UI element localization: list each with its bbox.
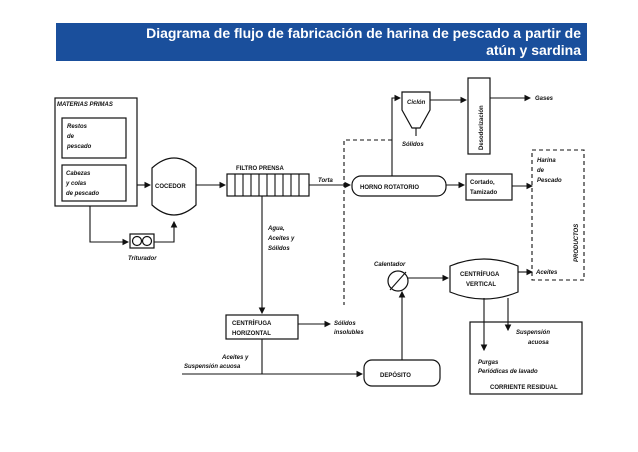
purgas-line-1: Purgas: [478, 360, 499, 366]
cortado-line-2: Tamizado: [470, 190, 498, 196]
centrifuga-horizontal-box: [225, 314, 299, 340]
purgas-line-2: Periódicas de lavado: [478, 369, 538, 375]
agua-line-2: Aceites y: [267, 236, 295, 242]
horno-rotatorio-label: HORNO ROTATORIO: [360, 185, 419, 191]
cocedor-tank: [151, 157, 197, 216]
restos-box: [61, 117, 127, 159]
suspension-line-1: Suspensión: [516, 330, 550, 336]
restos-line-1: Restos: [67, 124, 88, 130]
materias-primas-label: MATERIAS PRIMAS: [57, 102, 113, 108]
filtro-prensa-box: [226, 173, 310, 197]
centrifuga-vertical-line-1: CENTRÍFUGA: [460, 270, 500, 278]
cabezas-box: [61, 164, 127, 202]
title-line-2: atún y sardina: [486, 42, 581, 58]
aceites-label: Aceites: [535, 270, 558, 276]
solidos-ciclon-label: Sólidos: [402, 142, 424, 148]
cortado-box: [465, 173, 513, 201]
centrifuga-horizontal-line-1: CENTRÍFUGA: [232, 319, 272, 327]
line-horno-to-ciclon: [391, 94, 402, 176]
productos-label: PRODUCTOS: [574, 224, 580, 262]
triturador-roller-2: [141, 235, 153, 247]
centrifuga-vertical-shape: [449, 258, 519, 300]
harina-line-1: Harina: [537, 158, 556, 164]
calentador-label: Calentador: [374, 262, 406, 268]
corriente-residual-label: CORRIENTE RESIDUAL: [490, 385, 558, 391]
ciclon-shape: [401, 91, 431, 129]
line-to-deposito: [261, 339, 364, 378]
cocedor-label: COCEDOR: [155, 184, 186, 190]
horno-rotatorio-box: [351, 175, 447, 197]
cabezas-line-1: Cabezas: [66, 171, 91, 177]
dashed-solidos-return: [343, 139, 392, 305]
centrifuga-vertical-line-2: VERTICAL: [466, 282, 496, 288]
desodorizacion-box: [467, 77, 491, 155]
suspension-line-2: acuosa: [528, 340, 549, 346]
cabezas-line-2: y colas: [65, 181, 87, 187]
triturador-roller-1: [131, 235, 143, 247]
harina-line-3: Pescado: [537, 178, 562, 184]
title-line-1: Diagrama de flujo de fabricación de hari…: [146, 25, 581, 41]
ciclon-label: Ciclón: [407, 100, 426, 106]
calentador-slash: [389, 271, 407, 291]
desodorizacion-label: Desodorización: [479, 105, 485, 150]
cabezas-line-3: de pescado: [66, 191, 99, 197]
agua-line-3: Sólidos: [268, 246, 290, 252]
torta-label: Torta: [318, 178, 333, 184]
line-triturador-to-cocedor: [154, 220, 178, 243]
gases-label: Gases: [535, 96, 554, 102]
filtro-prensa-label: FILTRO PRENSA: [236, 166, 285, 172]
solidos-insolubles-line-1: Sólidos: [334, 321, 356, 327]
agua-line-1: Agua,: [267, 226, 285, 232]
filtro-prensa-plates: [234, 174, 300, 196]
restos-line-3: pescado: [66, 144, 92, 150]
centrifuga-horizontal-line-2: HORIZONTAL: [232, 331, 271, 337]
line-to-triturador: [89, 206, 130, 246]
solidos-insolubles-line-2: insolubles: [334, 330, 364, 336]
triturador-label: Triturador: [128, 256, 157, 262]
aceites-susp-line-2: Suspensión acuosa: [184, 364, 241, 370]
title-banner: Diagrama de flujo de fabricación de hari…: [56, 23, 587, 61]
deposito-label: DEPÓSITO: [380, 371, 411, 379]
harina-line-2: de: [537, 168, 545, 174]
restos-line-2: de: [67, 134, 75, 140]
cortado-line-1: Cortado,: [470, 180, 495, 186]
aceites-susp-line-1: Aceites y: [221, 355, 249, 361]
corriente-residual-box: [469, 321, 583, 395]
